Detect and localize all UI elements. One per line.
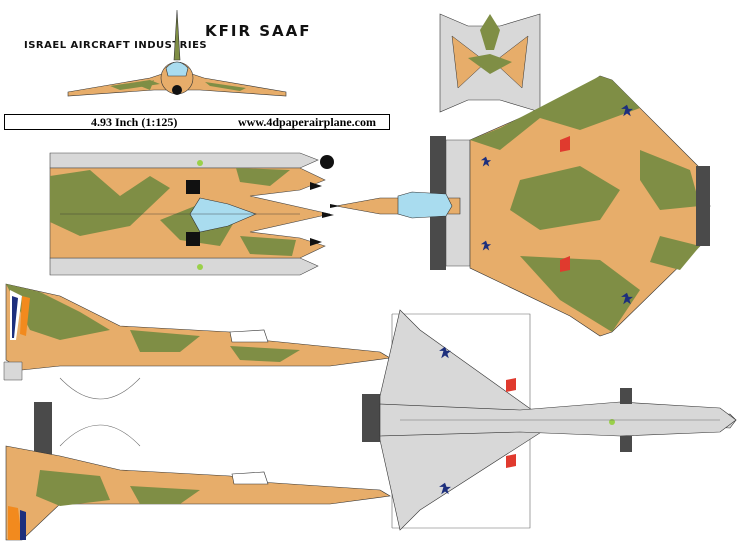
- manufacturer-label: ISRAEL AIRCRAFT INDUSTRIES: [24, 40, 208, 51]
- front-view: [67, 9, 287, 97]
- info-bar: 4.93 Inch (1:125) www.4dpaperairplane.co…: [4, 114, 390, 130]
- side-view-lower: [5, 402, 391, 541]
- tail-view: [439, 13, 541, 113]
- sheet-title: KFIR SAAF: [205, 22, 312, 40]
- top-view: [330, 75, 711, 337]
- scale-label: 4.93 Inch (1:125): [91, 115, 178, 129]
- fuselage-strip: [49, 152, 334, 276]
- side-view-upper: [3, 283, 391, 381]
- bottom-view: [362, 309, 737, 531]
- website-label: www.4dpaperairplane.com: [238, 115, 376, 129]
